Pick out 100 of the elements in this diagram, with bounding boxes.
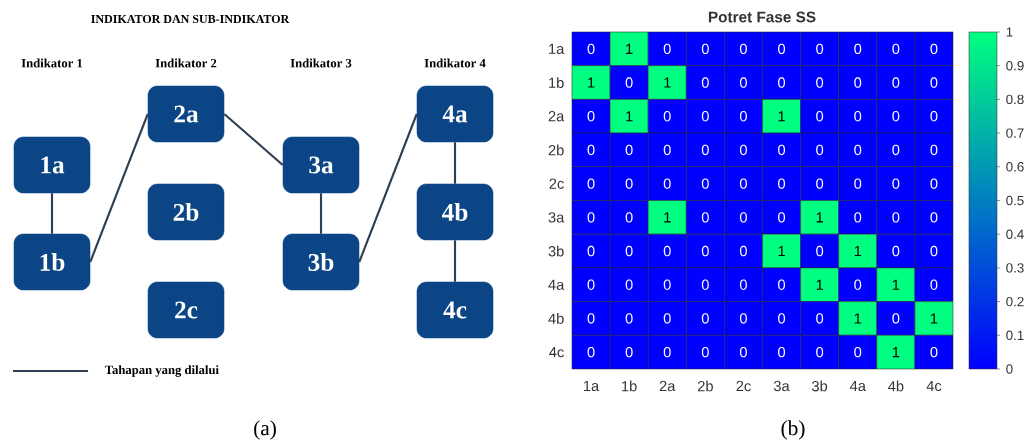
heatmap-cell: 0 bbox=[686, 267, 725, 302]
heatmap-cell: 0 bbox=[914, 267, 954, 302]
heatmap-cell: 0 bbox=[571, 31, 611, 66]
heatmap-cell: 0 bbox=[914, 166, 954, 201]
tick-label: 0.4 bbox=[1006, 229, 1024, 239]
heatmap-cell: 0 bbox=[800, 166, 839, 201]
rounded-box: 3b bbox=[282, 233, 360, 291]
heatmap-cell: 0 bbox=[686, 166, 725, 201]
heatmap-cell: 0 bbox=[647, 301, 687, 336]
rounded-box: 3a bbox=[282, 136, 360, 194]
heatmap-cell: 0 bbox=[762, 200, 801, 235]
tick-label: 0.6 bbox=[1006, 162, 1024, 172]
heatmap-cell: 0 bbox=[914, 233, 954, 269]
row-label: 4a bbox=[548, 279, 565, 290]
heatmap-cell: 0 bbox=[647, 267, 687, 302]
row-label: 2a bbox=[548, 111, 565, 122]
heatmap-cell: 0 bbox=[724, 233, 763, 269]
heatmap-cell: 0 bbox=[762, 166, 801, 201]
heatmap-cell: 0 bbox=[609, 166, 649, 201]
column-label: 4c bbox=[926, 380, 942, 392]
column-label: 1a bbox=[583, 380, 600, 392]
row-label: 4b bbox=[548, 313, 564, 324]
heatmap-cell: 0 bbox=[876, 200, 916, 235]
panel-caption: (a) bbox=[254, 420, 276, 440]
tick-label: 1 bbox=[1006, 27, 1013, 37]
connector-line bbox=[319, 193, 323, 234]
row-label: 2b bbox=[548, 144, 564, 156]
rounded-box: 4c bbox=[416, 281, 494, 339]
heatmap-cell: 0 bbox=[876, 31, 916, 66]
heatmap-cell: 1 bbox=[838, 233, 878, 269]
heatmap-cell: 0 bbox=[571, 132, 611, 168]
heatmap-cell: 0 bbox=[838, 65, 878, 100]
column-heading: Indikator 4 bbox=[424, 58, 486, 68]
heatmap-cell: 0 bbox=[609, 65, 649, 100]
heatmap-cell: 0 bbox=[571, 301, 611, 336]
column-label: 2b bbox=[698, 380, 713, 392]
heatmap-cell: 0 bbox=[609, 132, 649, 168]
heatmap-cell: 0 bbox=[914, 200, 954, 235]
heatmap-cell: 0 bbox=[686, 335, 725, 370]
heatmap-cell: 0 bbox=[838, 99, 878, 134]
heatmap-cell: 0 bbox=[571, 233, 611, 269]
heatmap-cell: 0 bbox=[609, 335, 649, 370]
heatmap-cell: 0 bbox=[724, 132, 763, 168]
rounded-box: 2a bbox=[147, 85, 225, 143]
heatmap-cell: 0 bbox=[800, 132, 839, 168]
heatmap-cell: 0 bbox=[800, 65, 839, 100]
tick-label: 0.5 bbox=[1006, 195, 1024, 206]
heatmap-cell: 0 bbox=[571, 99, 611, 134]
tick-label: 0.8 bbox=[1006, 94, 1024, 105]
heatmap-cell: 0 bbox=[647, 99, 687, 134]
tick-label: 0.3 bbox=[1006, 263, 1024, 273]
row-label: 4c bbox=[549, 347, 564, 358]
heatmap-cell: 0 bbox=[838, 31, 878, 66]
connector-line bbox=[50, 193, 54, 234]
row-label: 3a bbox=[548, 212, 565, 223]
diagram-title: INDIKATOR DAN SUB-INDIKATOR bbox=[91, 14, 290, 24]
column-label: 4a bbox=[850, 380, 866, 392]
heatmap-cell: 0 bbox=[876, 99, 916, 134]
heatmap-cell: 0 bbox=[800, 233, 839, 269]
heatmap-cell: 0 bbox=[724, 335, 763, 370]
connector-line bbox=[453, 142, 457, 184]
column-label: 3b bbox=[812, 380, 828, 392]
heatmap-cell: 0 bbox=[876, 65, 916, 100]
heatmap-cell: 1 bbox=[571, 65, 611, 100]
heatmap-cell: 0 bbox=[724, 99, 763, 134]
heatmap-cell: 1 bbox=[647, 65, 687, 100]
heatmap-cell: 0 bbox=[800, 99, 839, 134]
heatmap-cell: 0 bbox=[838, 200, 878, 235]
heatmap-cell: 0 bbox=[686, 132, 725, 168]
heatmap-cell: 0 bbox=[876, 166, 916, 201]
heatmap-cell: 1 bbox=[609, 31, 649, 66]
heatmap-cell: 0 bbox=[914, 65, 954, 100]
heatmap-cell: 0 bbox=[724, 65, 763, 100]
heatmap-cell: 0 bbox=[609, 200, 649, 235]
connector-line bbox=[453, 240, 457, 282]
column-heading: Indikator 1 bbox=[21, 58, 83, 68]
heatmap-cell: 0 bbox=[686, 233, 725, 269]
heatmap-cell: 0 bbox=[571, 200, 611, 235]
heatmap-cell: 0 bbox=[571, 335, 611, 370]
heatmap-cell: 1 bbox=[762, 233, 801, 269]
heatmap-cell: 0 bbox=[609, 301, 649, 336]
heatmap-cell: 0 bbox=[724, 301, 763, 336]
rounded-box: 1a bbox=[13, 136, 91, 194]
heatmap-cell: 0 bbox=[724, 267, 763, 302]
column-heading: Indikator 2 bbox=[155, 58, 217, 68]
heatmap-cell: 0 bbox=[609, 233, 649, 269]
heatmap-cell: 1 bbox=[914, 301, 954, 336]
legend-text: Tahapan yang dilalui bbox=[104, 365, 219, 377]
heatmap-cell: 0 bbox=[686, 301, 725, 336]
heatmap-cell: 1 bbox=[647, 200, 687, 235]
heatmap-cell: 0 bbox=[647, 31, 687, 66]
heatmap-cell: 0 bbox=[686, 31, 725, 66]
heatmap-cell: 0 bbox=[686, 65, 725, 100]
tick-label: 0 bbox=[1006, 364, 1013, 374]
heatmap-cell: 0 bbox=[876, 233, 916, 269]
heatmap-cell: 0 bbox=[762, 31, 801, 66]
heatmap-cell: 1 bbox=[838, 301, 878, 336]
heatmap-cell: 0 bbox=[800, 335, 839, 370]
heatmap-cell: 0 bbox=[762, 335, 801, 370]
heatmap-cell: 0 bbox=[838, 267, 878, 302]
